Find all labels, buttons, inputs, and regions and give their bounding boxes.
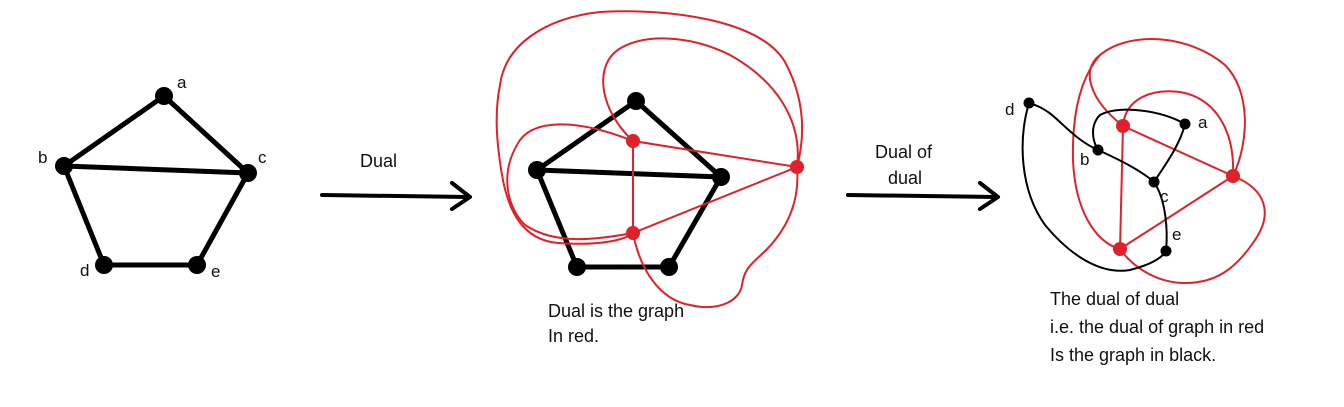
original-vertices — [55, 87, 257, 274]
arrow-head — [978, 181, 1000, 211]
vertex-d — [1023, 97, 1035, 109]
dual-loop-outer-3 — [632, 166, 799, 309]
vertex-label-e: e — [211, 262, 220, 281]
dual-vertex-1 — [626, 134, 640, 148]
dual-loop-outer-2 — [602, 37, 799, 168]
vertex-b — [55, 157, 73, 175]
original-graph: a b c d e — [38, 73, 267, 281]
vertex-label-c: c — [258, 148, 267, 167]
vertex-d — [95, 256, 113, 274]
vertex-e — [1160, 245, 1172, 257]
edge-b-d — [61, 163, 107, 268]
red-vertex-bottom — [1113, 242, 1127, 256]
edge-top-left — [534, 98, 639, 173]
red-edge-bottom-right — [1119, 175, 1234, 250]
edge-b-d — [1028, 102, 1099, 151]
edge-e-c — [194, 170, 251, 268]
red-dual-edges — [495, 10, 804, 309]
vertex-label-d: d — [80, 261, 89, 280]
vertex-e — [188, 256, 206, 274]
edge-b-c — [1097, 149, 1155, 183]
red-loop-3 — [1119, 175, 1266, 285]
dual-arrow-label: Dual — [360, 151, 397, 171]
dual-of-dual-label-line-1: Dual of — [875, 142, 933, 162]
dual-loop-outer-1 — [506, 123, 634, 241]
arrow-head — [450, 181, 472, 211]
red-loop-4 — [1071, 54, 1121, 250]
vertex-top — [627, 92, 645, 110]
arrow-shaft — [320, 193, 470, 199]
graph-with-dual: Dual is the graph In red. — [495, 10, 804, 346]
edge-b-c — [61, 163, 251, 176]
dual-edge-2-3 — [632, 166, 798, 234]
dual-arrow: Dual — [320, 151, 472, 211]
dual-of-dual-graph: a b c d e The dual of dual i.e. the dual… — [1005, 38, 1266, 365]
dual-of-dual-caption-line-2: i.e. the dual of graph in red — [1050, 317, 1264, 337]
edge-a-c — [161, 93, 251, 176]
arrow-shaft — [846, 193, 998, 199]
black-graph-edges — [534, 98, 724, 270]
edge-top-right — [633, 98, 724, 180]
edge-bottom-right — [666, 174, 724, 270]
vertex-label-c: c — [1160, 187, 1169, 206]
vertex-b — [1092, 144, 1104, 156]
dual-of-dual-label-line-2: dual — [888, 168, 922, 188]
vertex-c — [239, 164, 257, 182]
vertex-a — [1179, 118, 1191, 130]
red-loop-1 — [1122, 90, 1235, 177]
vertex-a — [155, 87, 173, 105]
red-edge-top-right — [1122, 125, 1234, 177]
edge-a-b — [1092, 108, 1186, 151]
black-redrawn-vertices — [1023, 97, 1191, 257]
red-loop-2 — [1088, 38, 1246, 177]
edge-a-c — [1153, 123, 1186, 183]
vertex-label-a: a — [177, 73, 187, 92]
dual-vertex-3 — [790, 160, 804, 174]
vertex-label-e: e — [1172, 225, 1181, 244]
vertex-right — [712, 168, 730, 186]
red-dual-vertices — [626, 134, 804, 240]
red-vertex-top — [1116, 119, 1130, 133]
dual-vertex-2 — [626, 226, 640, 240]
vertex-c — [1148, 176, 1160, 188]
red-vertex-right — [1226, 169, 1240, 183]
dual-of-dual-caption-line-1: The dual of dual — [1050, 289, 1179, 309]
dual-of-dual-caption-line-3: Is the graph in black. — [1050, 345, 1216, 365]
edge-a-b — [61, 93, 167, 169]
red-triangle-edges — [1071, 38, 1266, 285]
edge-c-e — [1153, 181, 1168, 252]
red-edge-top-bottom — [1119, 125, 1124, 250]
vertex-label-b: b — [1080, 150, 1089, 169]
edge-d-e — [1021, 102, 1167, 272]
vertex-label-d: d — [1005, 100, 1014, 119]
edge-left-right — [534, 167, 724, 180]
vertex-bottom-right — [660, 258, 678, 276]
dual-caption-line-2: In red. — [548, 326, 599, 346]
dual-caption-line-1: Dual is the graph — [548, 301, 684, 321]
dual-of-dual-arrow: Dual of dual — [846, 142, 1000, 211]
dual-edge-1-3 — [632, 140, 798, 168]
vertex-left — [528, 161, 546, 179]
black-graph-vertices — [528, 92, 730, 276]
vertex-bottom-left — [568, 258, 586, 276]
dual-outer-face-loop — [495, 10, 804, 245]
original-edges — [61, 93, 251, 268]
red-triangle-vertices — [1113, 119, 1240, 256]
edge-left-bottom — [534, 167, 580, 270]
vertex-label-b: b — [38, 148, 47, 167]
vertex-label-a: a — [1198, 113, 1208, 132]
